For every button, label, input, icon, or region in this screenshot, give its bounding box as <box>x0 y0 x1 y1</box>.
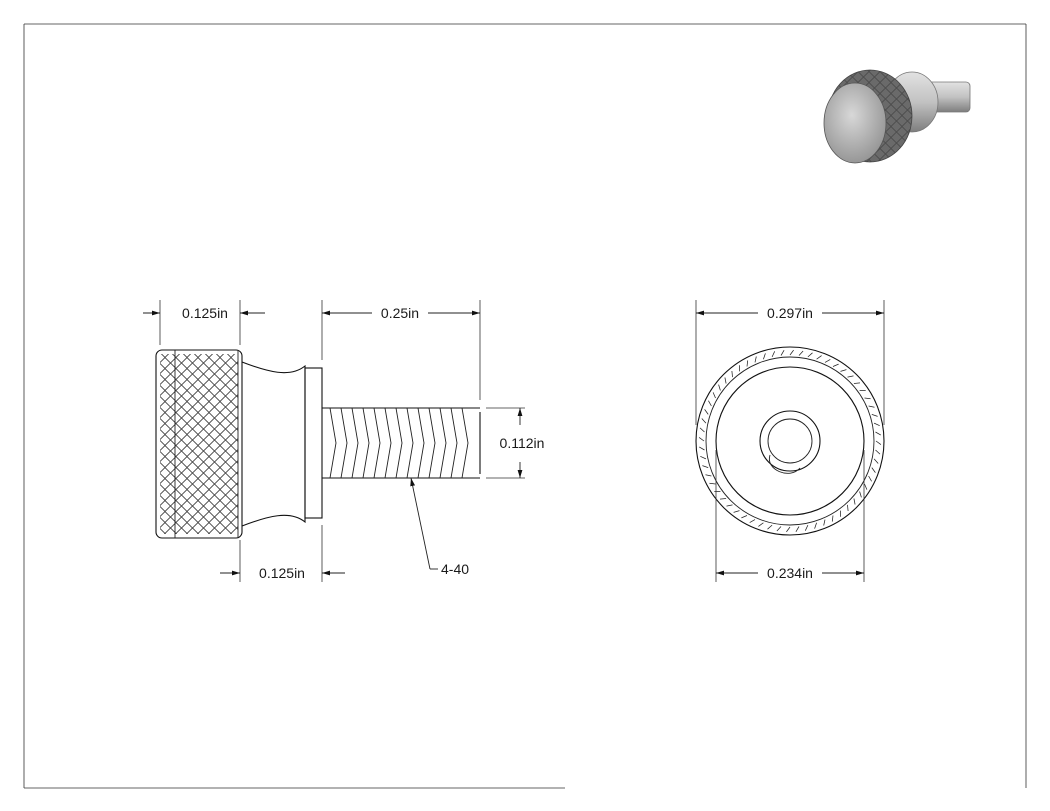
knurl-tick <box>823 519 826 526</box>
knurl-tick <box>771 351 776 358</box>
end-view: 0.297in 0.234in <box>695 300 885 582</box>
knurl-tick <box>704 409 709 415</box>
knurl-tick <box>763 353 766 360</box>
knurl-tick <box>816 355 822 360</box>
knurl-tick <box>831 515 834 522</box>
render-knob-face <box>823 82 887 164</box>
knurl-tick <box>712 392 716 399</box>
end-shoulder-outline <box>715 366 865 516</box>
knurl-tick <box>868 475 872 482</box>
side-neck <box>241 361 306 527</box>
knurl-tick <box>786 526 791 533</box>
thread-flank <box>362 407 370 479</box>
side-view: 0.125in 0.25in 0.112in 0.125in 4-40 <box>143 300 544 582</box>
thread-flank <box>461 407 469 479</box>
thread-flank <box>439 407 447 479</box>
knurl-tick <box>795 526 800 532</box>
knurl-tick <box>719 498 727 500</box>
dim-thread-diameter: 0.112in <box>500 435 545 451</box>
knurl-tick <box>875 449 881 455</box>
knurl-tick <box>726 504 733 507</box>
thread-callout: 4-40 <box>441 561 469 577</box>
knurl-tick <box>746 360 749 367</box>
side-thread <box>322 407 481 479</box>
dim-thread-length: 0.25in <box>381 305 419 321</box>
knurl-tick <box>864 397 871 400</box>
knurl-tick <box>702 465 709 468</box>
knurl-tick <box>873 422 880 427</box>
knurl-tick <box>708 400 712 407</box>
side-extension-lines <box>159 300 525 582</box>
knurl-tick <box>804 524 809 531</box>
end-thread-minor <box>767 418 813 464</box>
end-knurl-ticks <box>698 349 882 533</box>
side-collar <box>304 367 323 519</box>
knurl-tick <box>733 510 740 513</box>
end-thread-major <box>759 410 821 472</box>
side-dimension-lines <box>143 310 523 576</box>
end-knob-outline <box>695 346 885 536</box>
knurl-tick <box>873 458 879 464</box>
thread-flank <box>373 407 381 479</box>
thread-flank <box>450 407 458 479</box>
knurl-tick <box>731 370 733 378</box>
knurl-tick <box>780 350 785 356</box>
knurl-tick <box>814 522 817 529</box>
knurl-tick <box>798 350 804 356</box>
knurl-tick <box>875 440 882 445</box>
side-knob <box>155 349 243 539</box>
knurl-tick <box>758 522 764 527</box>
knurl-tick <box>824 359 831 363</box>
knurl-tick <box>741 515 748 519</box>
sheet-border <box>23 23 1027 789</box>
thread-flank <box>428 407 436 479</box>
dim-knob-diameter: 0.297in <box>767 305 813 321</box>
isometric-render-thumbscrew <box>823 69 971 164</box>
thread-flank <box>340 407 348 479</box>
knurl-tick <box>709 482 716 485</box>
end-dimension-lines <box>696 310 884 576</box>
knurl-tick <box>853 498 856 505</box>
knurl-tick <box>705 474 712 477</box>
knurl-tick <box>718 384 721 391</box>
end-thread-start <box>768 454 801 474</box>
thread-flank <box>329 407 337 479</box>
knurl-tick <box>807 352 813 358</box>
knurl-tick <box>701 418 707 424</box>
knurl-tick <box>871 467 876 473</box>
thread-flank <box>417 407 425 479</box>
dim-neck-length: 0.125in <box>259 565 305 581</box>
knurl-tick <box>700 455 707 460</box>
knurl-tick <box>776 526 782 532</box>
end-knurl-ring <box>705 356 875 526</box>
thread-flank <box>406 407 414 479</box>
knurl-tick <box>868 405 875 408</box>
knurl-tick <box>871 414 878 417</box>
thread-flank <box>384 407 392 479</box>
thread-flank <box>351 407 359 479</box>
knurl-tick <box>724 377 727 384</box>
knurl-tick <box>698 437 705 442</box>
end-extension-lines <box>695 300 885 582</box>
knurl-tick <box>847 375 854 378</box>
thread-flank <box>395 407 403 479</box>
knurl-tick <box>767 524 773 530</box>
knurl-tick <box>847 504 849 512</box>
knurl-tick <box>859 491 862 498</box>
knurl-tick <box>832 363 839 367</box>
knurl-tick <box>749 519 756 523</box>
knurl-tick <box>840 369 847 372</box>
knurl-tick <box>699 446 705 451</box>
knurl-tick <box>853 382 861 384</box>
knurl-tick <box>754 356 757 363</box>
knurl-tick <box>875 431 881 436</box>
knurl-tick <box>699 427 705 433</box>
knurl-tick <box>864 483 868 490</box>
knurl-tick <box>789 349 794 356</box>
dim-knob-length: 0.125in <box>182 305 228 321</box>
dim-shoulder-diameter: 0.234in <box>767 565 813 581</box>
